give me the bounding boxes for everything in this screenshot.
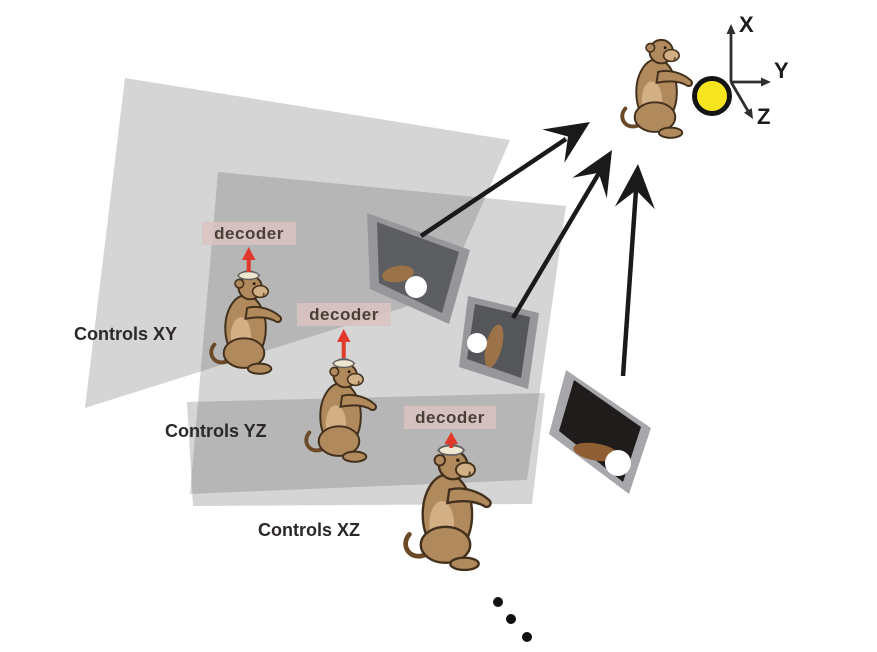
plane-controls-xy: [85, 78, 510, 408]
decoder-arrow-3: [444, 432, 458, 448]
screen-target-circle: [467, 333, 487, 353]
feedback-screen-2: [459, 296, 539, 389]
feedback-screen-1: [367, 213, 470, 324]
screen-target-circle: [605, 450, 631, 476]
y-axis-label: Y: [774, 58, 789, 83]
head-cap: [332, 358, 355, 369]
feedback-screen-3: [549, 370, 651, 494]
z-axis-label: Z: [757, 104, 771, 129]
black-arrow-3: [614, 164, 655, 377]
decoder-label-3: decoder: [404, 406, 496, 429]
black-arrow-2: [511, 150, 612, 320]
x-axis-label: X: [739, 12, 754, 37]
target-ball: [692, 76, 732, 116]
head-cap: [237, 270, 260, 281]
decoder-arrow-2: [337, 329, 351, 358]
screen-target-circle: [405, 276, 427, 298]
decoder-arrow-1: [242, 247, 256, 272]
plane-label-controls-xy: Controls XY: [74, 324, 178, 344]
continuation-dots: [493, 597, 532, 642]
xyz-axes: [726, 24, 771, 119]
plane-label-controls-xz: Controls XZ: [258, 520, 360, 540]
z-axis: [729, 81, 753, 119]
y-axis: [731, 77, 771, 87]
decoder-label-2: decoder: [297, 303, 391, 326]
black-arrow-1: [419, 122, 590, 238]
decoder-label-1: decoder: [202, 222, 296, 245]
plane-label-controls-yz: Controls YZ: [165, 421, 267, 441]
x-axis: [726, 24, 736, 82]
real-monkey: [620, 37, 694, 140]
